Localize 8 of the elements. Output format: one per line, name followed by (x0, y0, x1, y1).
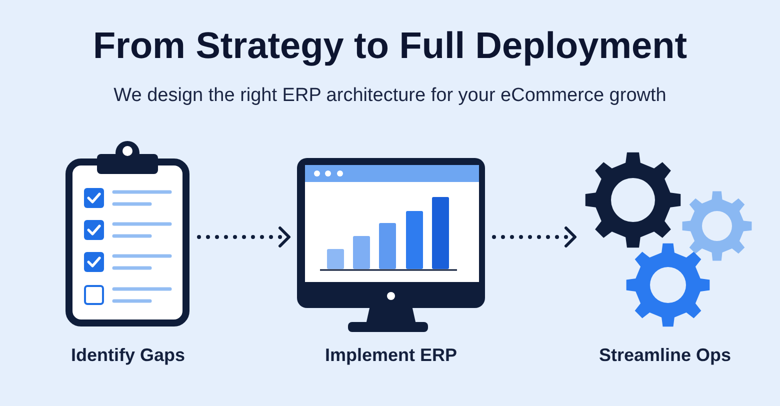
step-label: Identify Gaps (70, 344, 186, 366)
subtitle: We design the right ERP architecture for your eCommerce growth (112, 84, 668, 108)
title: From Strategy to Full Deployment (92, 24, 688, 68)
clipboard-checklist-picture (65, 140, 190, 327)
step-label: Implement ERP (324, 344, 458, 366)
dotted-arrow (197, 226, 291, 248)
step-label: Streamline Ops (598, 344, 732, 366)
dotted-arrow (492, 226, 577, 248)
